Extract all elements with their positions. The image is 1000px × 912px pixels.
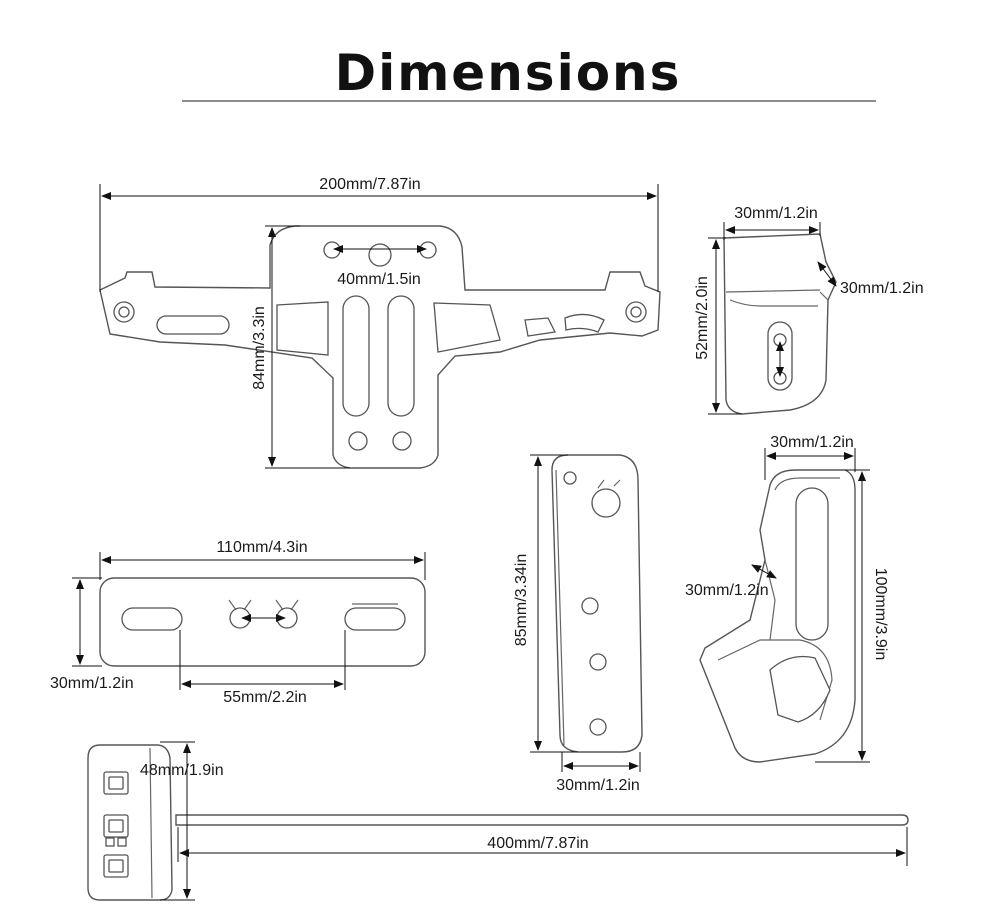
dim-plate-width: 110mm/4.3in [216,539,307,556]
cable [175,814,909,826]
side-bracket [723,233,837,415]
dim-side-width: 30mm/1.2in [734,205,818,222]
dim-plate-height: 30mm/1.2in [50,675,134,692]
dim-lbracket-side: 30mm/1.2in [685,582,769,599]
dim-side-height: 52mm/2.0in [694,276,711,360]
flat-plate [99,577,426,667]
light-unit [87,744,173,901]
dim-main-height: 84mm/3.3in [251,306,268,390]
dim-strip-width: 30mm/1.2in [556,777,640,794]
vertical-strip [551,454,643,753]
dim-lbracket-top: 30mm/1.2in [770,434,854,451]
dim-main-hole-spacing: 40mm/1.5in [337,271,421,288]
page-title: Dimensions [335,44,682,102]
dim-cable-length: 400mm/7.87in [487,835,588,852]
dim-strip-height: 85mm/3.34in [513,554,530,647]
dim-light-height: 48mm/1.9in [140,762,224,779]
dim-main-width: 200mm/7.87in [319,176,420,193]
main-bracket [99,225,661,469]
dim-plate-slot-spacing: 55mm/2.2in [223,689,307,706]
dim-side-depth: 30mm/1.2in [840,280,924,297]
l-bracket [699,469,856,763]
dim-lbracket-height: 100mm/3.9in [872,568,889,661]
